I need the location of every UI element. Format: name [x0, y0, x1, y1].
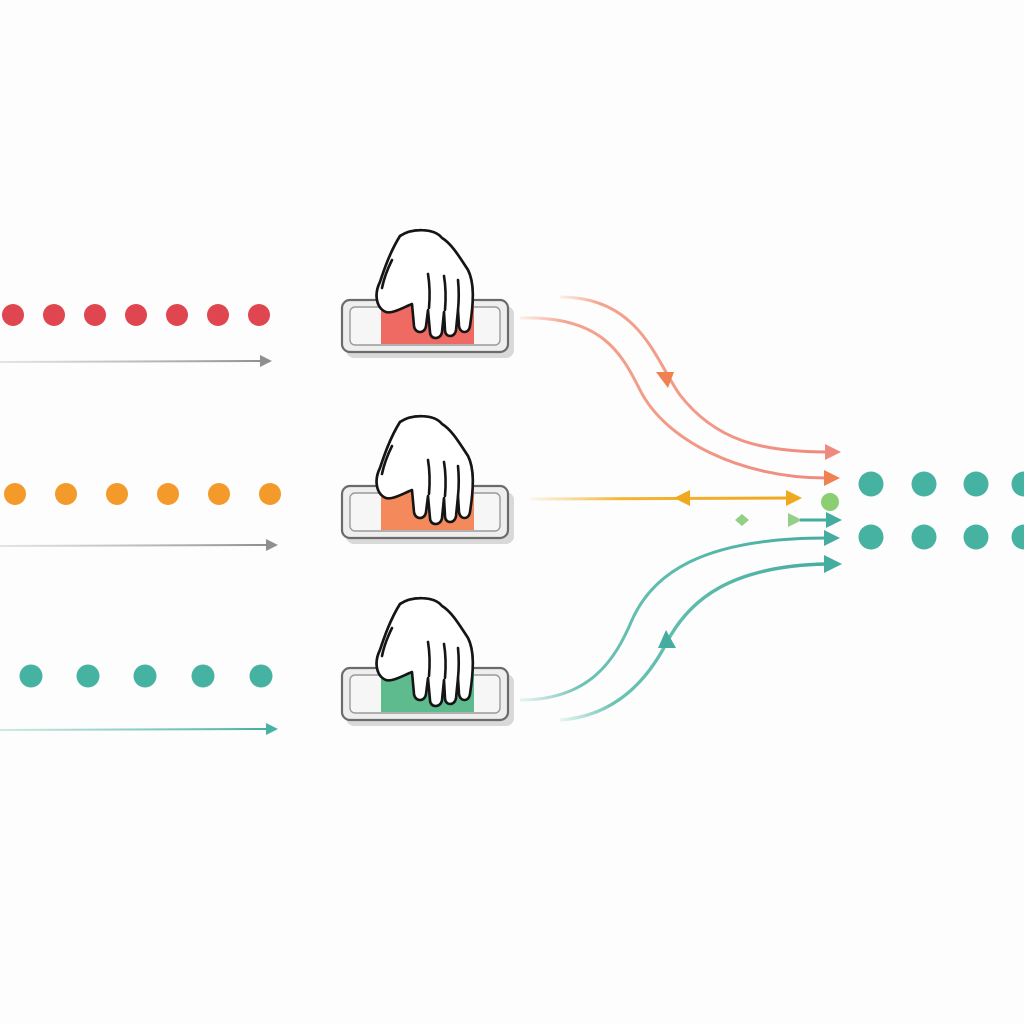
- hand-pressing-pad-icon-teal: [340, 596, 516, 728]
- input-dots-teal: [19, 664, 273, 688]
- hand-pressing-pad-icon-red: [340, 228, 516, 360]
- input-dots-red: [2, 304, 270, 326]
- flow-lines-middle: [529, 490, 842, 528]
- input-arrow-red: [0, 355, 272, 367]
- flow-curves-red: [519, 295, 841, 486]
- input-arrow-orange: [0, 539, 278, 551]
- flow-curves-teal: [519, 530, 842, 722]
- merge-marker: [821, 493, 839, 511]
- hand-pressing-pad-icon-orange: [340, 414, 516, 546]
- output-dots: [858, 471, 1024, 550]
- input-arrow-teal: [0, 723, 278, 735]
- input-dots-orange: [4, 483, 281, 505]
